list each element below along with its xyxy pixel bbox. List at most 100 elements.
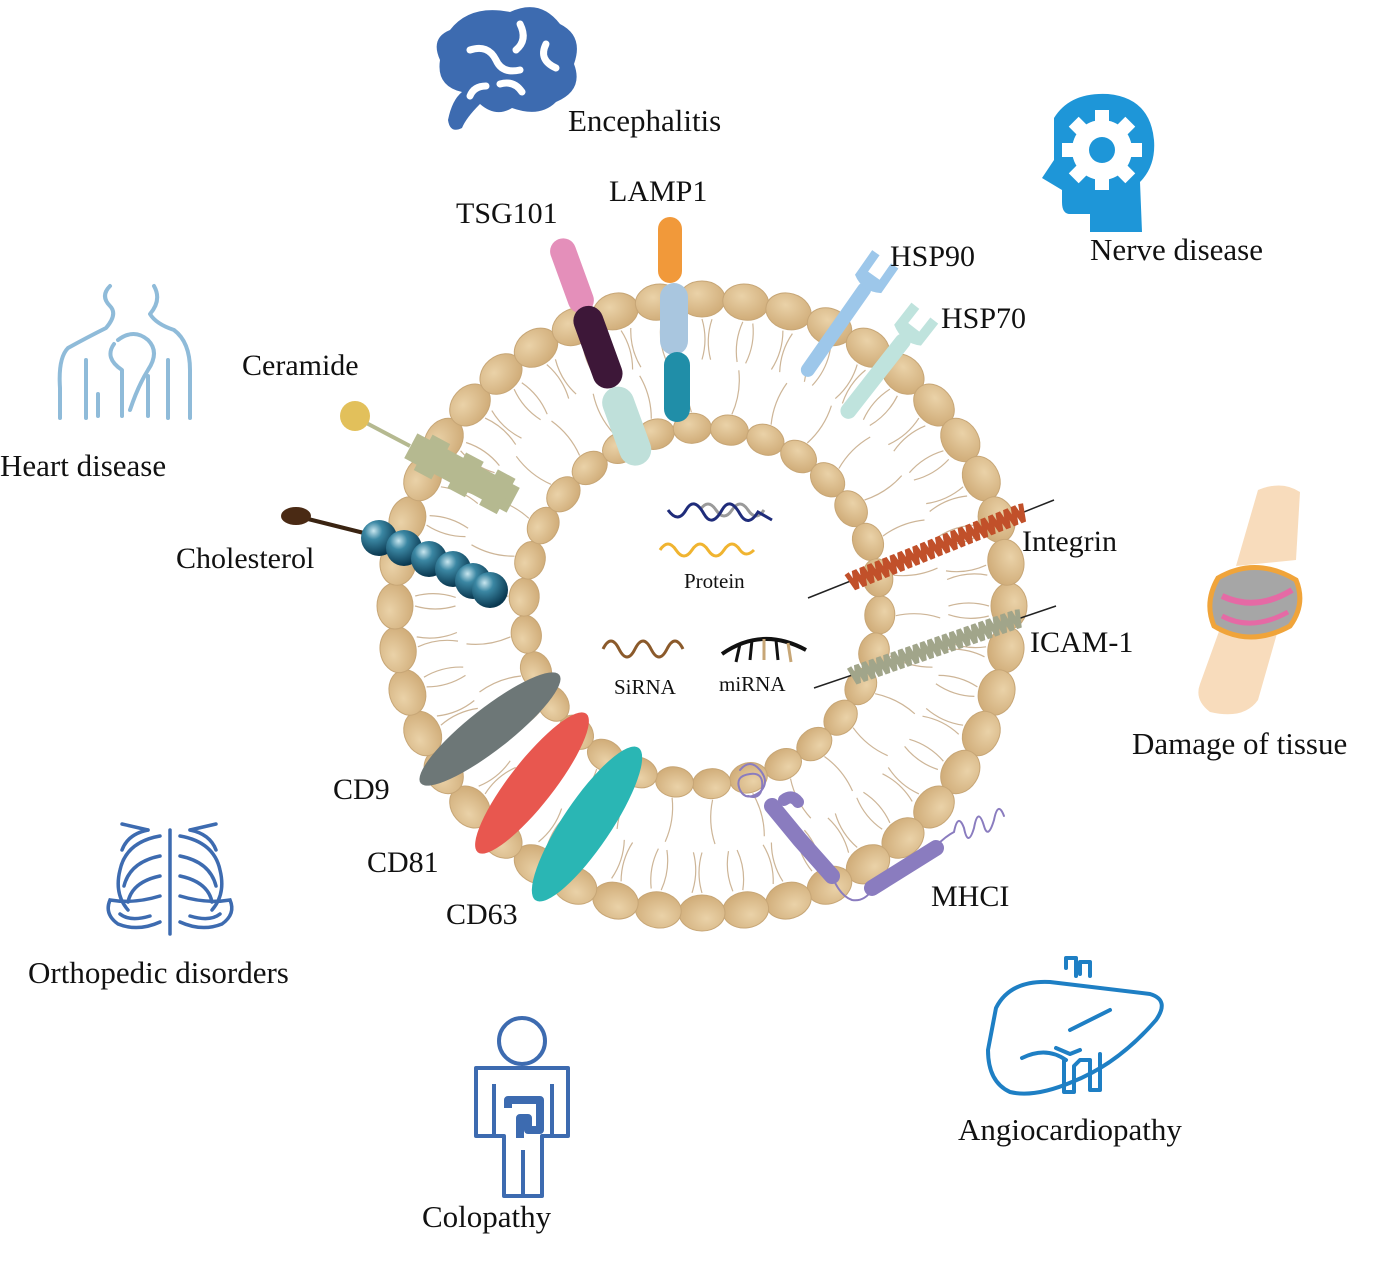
joint-icon bbox=[1198, 485, 1303, 715]
inner-lipid-tail bbox=[479, 675, 522, 693]
outer-lipid-tail bbox=[862, 388, 891, 420]
hsp90-wrench bbox=[800, 250, 899, 377]
outer-lipid-tail bbox=[698, 852, 703, 894]
mirna-label: miRNA bbox=[719, 672, 786, 696]
outer-lipid-tail bbox=[416, 631, 458, 639]
outer-lipid-tail bbox=[484, 766, 516, 795]
outer-lipid-head bbox=[722, 283, 770, 321]
encephalitis-label: Encephalitis bbox=[568, 103, 721, 138]
outer-lipid-tail bbox=[436, 700, 475, 717]
outer-lipid-tail bbox=[611, 839, 625, 879]
outer-lipid-tail bbox=[834, 813, 858, 848]
inner-lipid-tail bbox=[592, 393, 614, 434]
outer-lipid-tail bbox=[922, 715, 960, 735]
inner-lipid-tail bbox=[874, 693, 916, 715]
outer-lipid-tail bbox=[893, 425, 926, 452]
heart-anatomy-icon bbox=[57, 284, 192, 420]
protein-cargo bbox=[658, 502, 773, 558]
outer-lipid-tail bbox=[538, 808, 563, 843]
inner-lipid-tail bbox=[882, 519, 925, 537]
inner-lipid-tail bbox=[824, 756, 854, 792]
outer-lipid-tail bbox=[465, 441, 500, 466]
lamp1-protein bbox=[658, 217, 690, 422]
hsp70-wrench bbox=[840, 302, 939, 419]
outer-lipid-tail bbox=[546, 364, 570, 399]
tsg101-label: TSG101 bbox=[456, 197, 558, 230]
inner-lipid-tail bbox=[515, 455, 552, 485]
inner-lipid-tail bbox=[864, 475, 903, 501]
outer-lipid-tail bbox=[660, 849, 669, 891]
outer-lipid-tail bbox=[913, 458, 950, 481]
inner-lipid-head bbox=[692, 768, 732, 800]
outer-lipid-tail bbox=[856, 797, 883, 830]
sirna-label: SiRNA bbox=[614, 675, 677, 699]
outer-lipid-tail bbox=[863, 791, 891, 824]
outer-lipid-tail bbox=[904, 746, 939, 771]
outer-lipid-head bbox=[634, 891, 682, 929]
cd81-label: CD81 bbox=[367, 846, 439, 879]
outer-lipid-tail bbox=[630, 327, 642, 368]
outer-lipid-tail bbox=[908, 450, 944, 474]
outer-lipid-tail bbox=[948, 602, 990, 607]
outer-lipid-tail bbox=[484, 417, 517, 445]
inner-lipid-head bbox=[864, 595, 896, 635]
inner-lipid-tail bbox=[838, 436, 871, 469]
inner-lipid-tail bbox=[852, 727, 888, 757]
lamp1-label: LAMP1 bbox=[609, 175, 707, 208]
inner-lipid-tail bbox=[752, 792, 765, 837]
outer-lipid-tail bbox=[938, 674, 978, 688]
lipid-heads bbox=[376, 280, 1028, 932]
tsg101-protein bbox=[550, 238, 652, 466]
outer-lipid-tail bbox=[929, 495, 968, 512]
outer-lipid-head bbox=[987, 538, 1025, 586]
outer-lipid-tail bbox=[887, 767, 920, 795]
mhci-label: MHCI bbox=[931, 880, 1009, 913]
outer-lipid-tail bbox=[491, 410, 522, 439]
inner-lipid-tail bbox=[471, 544, 515, 557]
cholesterol-molecule bbox=[281, 507, 508, 608]
outer-lipid-head bbox=[379, 626, 417, 674]
inner-lipid-tail bbox=[893, 567, 938, 577]
outer-lipid-tail bbox=[691, 852, 697, 893]
outer-lipid-tail bbox=[707, 319, 713, 360]
inner-lipid-tail bbox=[710, 799, 716, 845]
integrin-spring bbox=[807, 499, 1055, 599]
outer-lipid-tail bbox=[762, 844, 774, 885]
damage-of-tissue-label: Damage of tissue bbox=[1132, 726, 1347, 761]
hsp90-label: HSP90 bbox=[890, 240, 975, 273]
inner-lipid-tail bbox=[806, 405, 832, 444]
inner-lipid-tail bbox=[466, 636, 511, 645]
hsp70-label: HSP70 bbox=[941, 302, 1026, 335]
ribcage-icon bbox=[106, 822, 234, 936]
outer-lipid-tail bbox=[745, 323, 754, 364]
inner-lipid-tail bbox=[664, 797, 674, 842]
cd63-protein bbox=[531, 746, 643, 902]
outer-lipid-head bbox=[376, 582, 414, 630]
inner-lipid-tail bbox=[639, 375, 652, 419]
angiocardiopathy-label: Angiocardiopathy bbox=[958, 1112, 1182, 1147]
ceramide-molecule bbox=[340, 401, 520, 515]
outer-lipid-tail bbox=[440, 707, 478, 726]
icam1-label: ICAM-1 bbox=[1030, 626, 1133, 659]
outer-lipid-tail bbox=[882, 773, 913, 802]
outer-lipid-tail bbox=[811, 349, 831, 386]
outer-lipid-tail bbox=[888, 417, 920, 446]
outer-lipid-tail bbox=[926, 486, 964, 505]
icam1-spring bbox=[813, 605, 1057, 689]
colopathy-label: Colopathy bbox=[422, 1199, 552, 1234]
cd9-label: CD9 bbox=[333, 773, 390, 806]
outer-lipid-head bbox=[722, 891, 770, 929]
outer-lipid-tail bbox=[909, 738, 944, 762]
inner-lipid-head bbox=[514, 541, 546, 580]
outer-lipid-tail bbox=[701, 318, 706, 360]
outer-lipid-tail bbox=[426, 524, 466, 538]
outer-lipid-tail bbox=[946, 573, 988, 581]
cd81-protein bbox=[475, 712, 589, 854]
outer-lipid-tail bbox=[513, 388, 541, 421]
inner-lipid-tail bbox=[731, 370, 740, 415]
outer-lipid-tail bbox=[770, 330, 784, 370]
ceramide-label: Ceramide bbox=[242, 349, 359, 382]
cd9-protein bbox=[419, 672, 561, 786]
outer-lipid-tail bbox=[414, 605, 456, 610]
